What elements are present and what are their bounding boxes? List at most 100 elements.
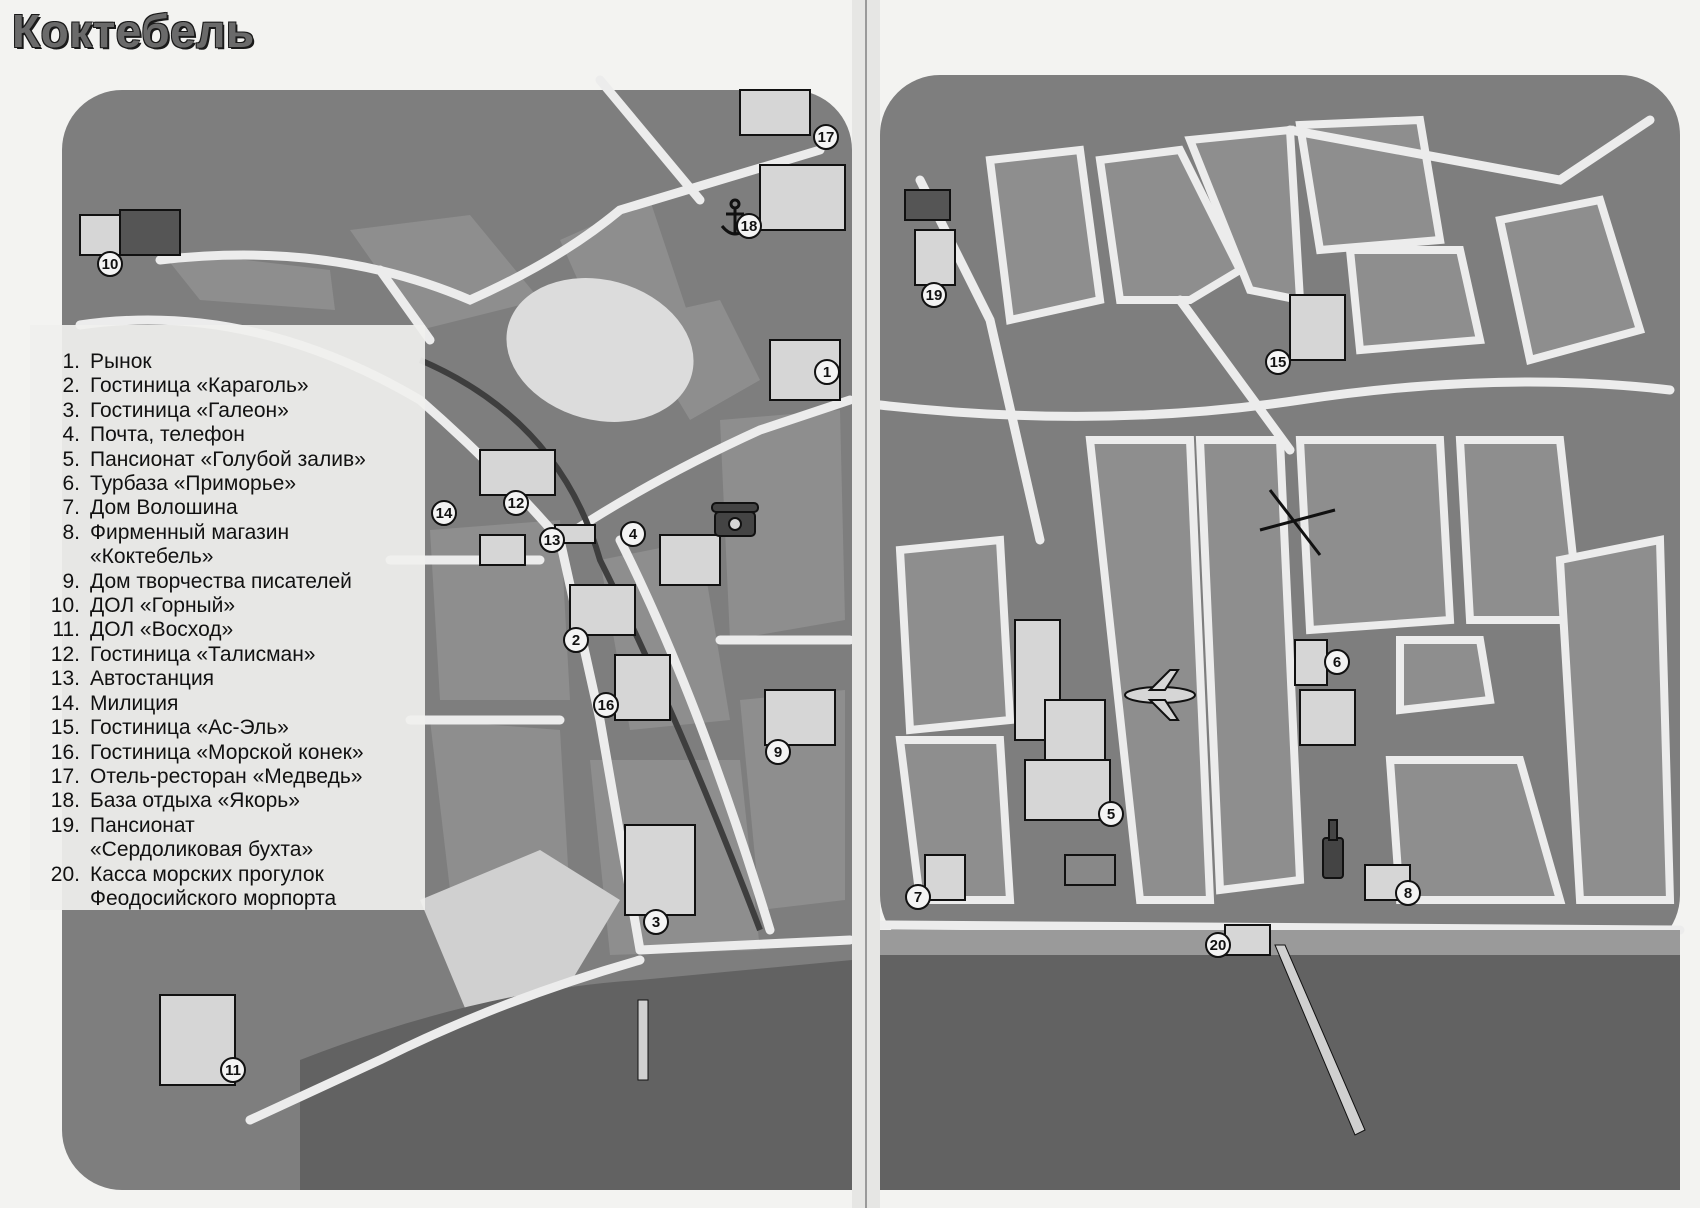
legend-item-label: Рынок — [90, 350, 152, 373]
legend-item-number: 18. — [50, 789, 80, 813]
buildings-left — [79, 89, 846, 1086]
legend-item-number: 11. — [52, 618, 80, 642]
legend-item-number: 12. — [50, 642, 80, 666]
legend-item: 16.Гостиница «Морской конек» — [40, 741, 425, 765]
legend-item-number: 14. — [50, 691, 80, 715]
map-marker: 12 — [503, 490, 529, 516]
legend-item-label: ДОЛ «Восход» — [90, 618, 234, 642]
legend-item-label: Гостиница «Талисман» — [90, 642, 316, 666]
legend-item-label: Отель-ресторан «Медведь» — [90, 764, 363, 788]
legend-item-label: Турбаза «Приморье» — [90, 472, 297, 496]
map-marker: 6 — [1324, 649, 1350, 675]
roads-right — [875, 115, 1685, 935]
anchor-icon — [720, 198, 750, 236]
legend-item-number: 15. — [50, 716, 80, 740]
legend-item: 10. ДОЛ «Горный» — [40, 594, 425, 618]
legend-item-label: Гостиница «Ас-Эль» — [90, 716, 289, 740]
legend-item-label: Гостиница «Морской конек» — [90, 740, 364, 764]
legend-item-number: 3. — [62, 398, 80, 422]
ravine — [418, 357, 763, 932]
map-marker: 1 — [814, 359, 840, 385]
legend-item-label: Гостиница «Галеон» — [90, 398, 289, 422]
legend-item: 17. Отель-ресторан «Медведь» — [40, 765, 425, 789]
map-marker: 17 — [813, 124, 839, 150]
legend-item: 2. Гостиница «Караголь» — [40, 374, 425, 398]
legend-item-label: Дом Волошина — [90, 496, 238, 520]
legend-item-number: 1. — [62, 350, 80, 373]
legend-item-label: Почта, телефон — [90, 423, 245, 447]
legend-panel — [30, 325, 425, 910]
legend-item-number: 13. — [50, 667, 80, 691]
legend-item-label: Дом творчества писателей — [90, 569, 352, 593]
map-marker: 18 — [736, 213, 762, 239]
legend-item: 13. Автостанция — [40, 667, 425, 691]
sea-right — [880, 955, 1680, 1190]
map-marker: 19 — [921, 282, 947, 308]
map-marker: 15 — [1265, 349, 1291, 375]
legend-item-label: Касса морских прогулок Феодосийского мор… — [90, 862, 337, 910]
legend-item-number: 17. — [50, 764, 80, 788]
legend-item: 19. Пансионат «Сердоликовая бухта» — [40, 814, 425, 863]
legend-item-label: Фирменный магазин «Коктебель» — [90, 520, 290, 569]
map-marker: 20 — [1205, 932, 1231, 958]
legend-list: 1. Рынок 2. Гостиница «Караголь» 3. Гостиница… — [40, 350, 425, 911]
legend-item: 4. Почта, телефон — [40, 423, 425, 447]
telephone-icon — [711, 502, 759, 537]
legend-item: 6. Турбаза «Приморье» — [40, 472, 425, 496]
sea-left — [300, 960, 852, 1190]
legend-item: 5. Пансионат «Голубой залив» — [40, 448, 425, 472]
airplane-icon — [1124, 669, 1196, 721]
legend-item-number: 4. — [62, 423, 80, 447]
legend-item: 14. Милиция — [40, 692, 425, 716]
legend-item: 11. ДОЛ «Восход» — [40, 618, 425, 642]
legend-item-label: Пансионат «Голубой залив» — [90, 447, 366, 471]
legend-item-number: 19. — [50, 813, 80, 837]
pier-left — [637, 999, 649, 1081]
legend-item-number: 6. — [62, 472, 80, 496]
wine-bottle-icon — [1322, 819, 1344, 879]
legend-item-number: 10. — [50, 594, 80, 618]
right-map — [875, 75, 1685, 1190]
map-marker: 3 — [643, 909, 669, 935]
legend-item-number: 8. — [62, 520, 80, 544]
glider-icon — [1259, 489, 1336, 556]
legend-item-number: 7. — [62, 496, 80, 520]
map-marker: 10 — [97, 251, 123, 277]
map-title: Коктебель — [12, 5, 255, 57]
legend-item: 1. Рынок — [40, 350, 425, 374]
legend-item-number: 9. — [62, 569, 80, 593]
legend-item-label: Пансионат «Сердоликовая бухта» — [90, 813, 314, 862]
legend-item: 20. Касса морских прогулок Феодосийского … — [40, 863, 425, 912]
legend-item-number: 20. — [50, 862, 80, 886]
legend-item-label: База отдыха «Якорь» — [90, 789, 300, 813]
map-marker: 11 — [220, 1057, 246, 1083]
legend-item-label: Гостиница «Караголь» — [90, 374, 309, 398]
legend-item-number: 2. — [62, 374, 80, 398]
map-marker: 7 — [905, 884, 931, 910]
map-marker: 16 — [593, 692, 619, 718]
buildings-right — [904, 189, 1411, 956]
legend-item-label: ДОЛ «Горный» — [90, 594, 236, 618]
legend-item: 18. База отдыха «Якорь» — [40, 789, 425, 813]
legend-item: 7. Дом Волошина — [40, 496, 425, 520]
hill — [506, 278, 694, 422]
legend-item: 3. Гостиница «Галеон» — [40, 399, 425, 423]
legend-item: 9. Дом творчества писателей — [40, 570, 425, 594]
legend-item: 12. Гостиница «Талисман» — [40, 643, 425, 667]
map-marker: 4 — [620, 521, 646, 547]
legend-item: 8. Фирменный магазин «Коктебель» — [40, 521, 425, 570]
legend-item-label: Милиция — [90, 691, 179, 715]
map-marker: 9 — [765, 739, 791, 765]
pool — [1064, 854, 1116, 886]
legend-item-number: 5. — [62, 447, 80, 471]
map-marker: 5 — [1098, 801, 1124, 827]
map-marker: 2 — [563, 627, 589, 653]
pier-right — [1274, 944, 1366, 1136]
legend-item-label: Автостанция — [90, 667, 215, 691]
legend-item: 15. Гостиница «Ас-Эль» — [40, 716, 425, 740]
map-marker: 13 — [539, 527, 565, 553]
map-marker: 8 — [1395, 880, 1421, 906]
map-marker: 14 — [431, 500, 457, 526]
